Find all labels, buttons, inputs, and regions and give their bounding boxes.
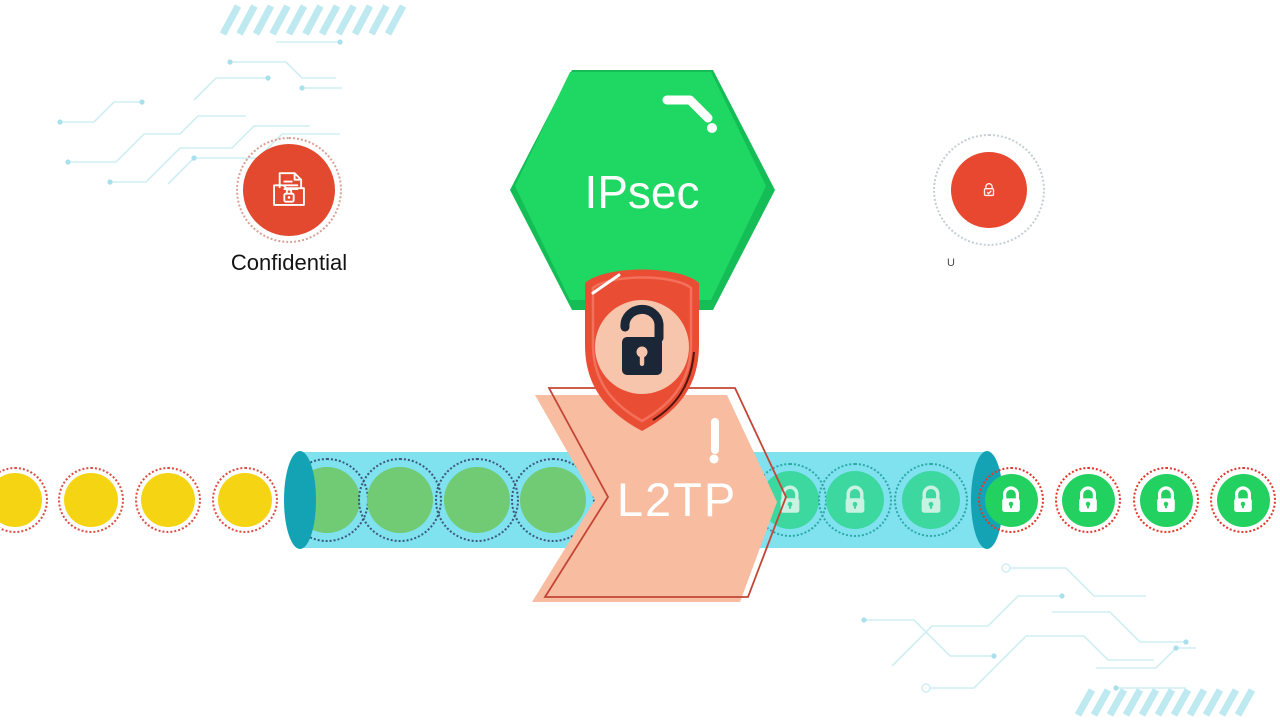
lock-icon	[1002, 486, 1020, 512]
lock-icon	[983, 183, 995, 197]
circuit-trace-bottom-right-icon	[861, 563, 1196, 693]
circuit-trace-top-left-icon	[57, 39, 343, 185]
confidential-label: Confidential	[230, 250, 348, 275]
confidential-circle	[243, 144, 335, 236]
packet-encrypted-delivered	[1133, 467, 1199, 533]
confidential-badge	[236, 137, 342, 243]
lock-icon	[1157, 486, 1175, 512]
packet-encrypted-delivered	[1210, 467, 1276, 533]
encrypted-badge	[933, 134, 1045, 246]
ipsec-hexagon: IPsec	[510, 70, 775, 310]
ipsec-label: IPsec	[584, 166, 699, 218]
packet-encapsulated	[435, 458, 519, 542]
packet-encrypted-delivered	[978, 467, 1044, 533]
encrypted-circle	[951, 152, 1027, 228]
open-lock-icon	[620, 305, 664, 375]
exclamation-icon	[709, 418, 719, 464]
encrypted-note-label: U	[947, 257, 955, 269]
packet-encrypted-delivered	[1055, 467, 1121, 533]
packet-unencrypted	[212, 467, 278, 533]
packet-unencrypted	[135, 467, 201, 533]
packet-encapsulated	[511, 458, 595, 542]
locked-document-icon	[273, 172, 305, 206]
lock-icon	[845, 485, 865, 513]
lock-icon	[1234, 486, 1252, 512]
packet-unencrypted	[58, 467, 124, 533]
packet-unencrypted	[0, 467, 48, 533]
corner-bracket-icon	[662, 95, 717, 133]
packet-encrypted-tunnel	[818, 463, 892, 537]
security-shield	[585, 269, 699, 431]
packet-encrypted-tunnel	[894, 463, 968, 537]
l2tp-arrow: L2TP	[532, 387, 787, 602]
packet-encapsulated	[358, 458, 442, 542]
lock-icon	[921, 485, 941, 513]
l2tp-label: L2TP	[617, 473, 737, 526]
lock-icon	[1079, 486, 1097, 512]
diagonal-stripes-top-left-icon	[219, 4, 407, 36]
tunnel-left-cap	[284, 451, 316, 549]
diagonal-stripes-bottom-right-icon	[1074, 688, 1256, 717]
